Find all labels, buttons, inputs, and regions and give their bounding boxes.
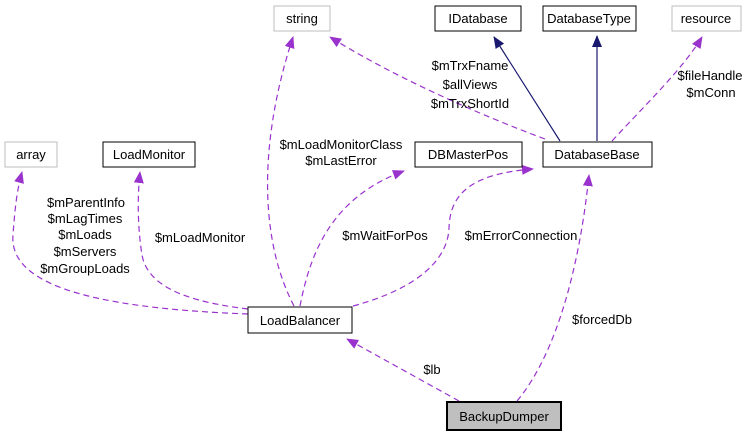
edge-label-merrorconnection: $mErrorConnection	[465, 228, 578, 243]
edge-label-allviews: $allViews	[443, 77, 498, 92]
node-databasetype-label: DatabaseType	[547, 11, 631, 26]
edge-backupdumper-to-loadbalancer	[346, 338, 460, 402]
node-loadmonitor[interactable]: LoadMonitor	[102, 141, 196, 168]
edge-label-mlasterror: $mLastError	[305, 153, 377, 168]
node-loadbalancer-label: LoadBalancer	[260, 313, 341, 328]
node-resource-label: resource	[681, 11, 732, 26]
edge-loadbalancer-to-array	[12, 171, 249, 315]
edge-label-mlagtimes: $mLagTimes	[48, 211, 123, 226]
node-backupdumper: BackupDumper	[446, 401, 562, 431]
node-loadmonitor-label: LoadMonitor	[113, 147, 186, 162]
edge-loadbalancer-to-string	[266, 36, 295, 307]
edge-label-mgrouploads: $mGroupLoads	[40, 261, 130, 276]
node-string-label: string	[286, 11, 318, 26]
node-array-label: array	[16, 147, 46, 162]
node-databasebase[interactable]: DatabaseBase	[542, 141, 653, 168]
edge-label-mparentinfo: $mParentInfo	[47, 195, 125, 210]
edge-label-mconn: $mConn	[686, 85, 735, 100]
node-idatabase-label: IDatabase	[448, 11, 507, 26]
edge-label-mtrxfname: $mTrxFname	[432, 58, 509, 73]
edge-label-mloads: $mLoads	[58, 227, 112, 242]
edge-label-mloadmonitor: $mLoadMonitor	[155, 230, 246, 245]
edge-backupdumper-to-databasebase	[516, 174, 593, 402]
edge-databasebase-to-resource	[611, 36, 703, 142]
node-loadbalancer[interactable]: LoadBalancer	[247, 306, 353, 334]
edge-label-mloadmonitorclass: $mLoadMonitorClass	[280, 137, 403, 152]
edge-label-filehandle: $fileHandle	[677, 68, 742, 83]
node-databasebase-label: DatabaseBase	[554, 147, 639, 162]
edge-label-forceddb: $forcedDb	[572, 312, 632, 327]
node-array: array	[4, 141, 58, 168]
node-dbmasterpos[interactable]: DBMasterPos	[414, 141, 523, 168]
node-databasetype[interactable]: DatabaseType	[542, 5, 637, 32]
edge-databasebase-to-string	[329, 36, 546, 140]
node-string: string	[273, 5, 331, 32]
edge-loadbalancer-to-loadmonitor	[133, 171, 249, 310]
node-backupdumper-label: BackupDumper	[459, 409, 549, 424]
node-dbmasterpos-label: DBMasterPos	[428, 147, 509, 162]
node-resource: resource	[671, 5, 742, 32]
edge-label-mwaitforpos: $mWaitForPos	[342, 228, 428, 243]
edge-loadbalancer-to-dbmasterpos	[299, 170, 405, 307]
edge-label-lb: $lb	[423, 362, 440, 377]
edge-label-mservers: $mServers	[54, 244, 117, 259]
node-idatabase[interactable]: IDatabase	[434, 5, 522, 32]
edge-label-mtrxshortid: $mTrxShortId	[431, 96, 509, 111]
edge-databasebase-to-idatabase	[493, 36, 561, 142]
edge-loadbalancer-to-databasebase	[352, 164, 534, 307]
